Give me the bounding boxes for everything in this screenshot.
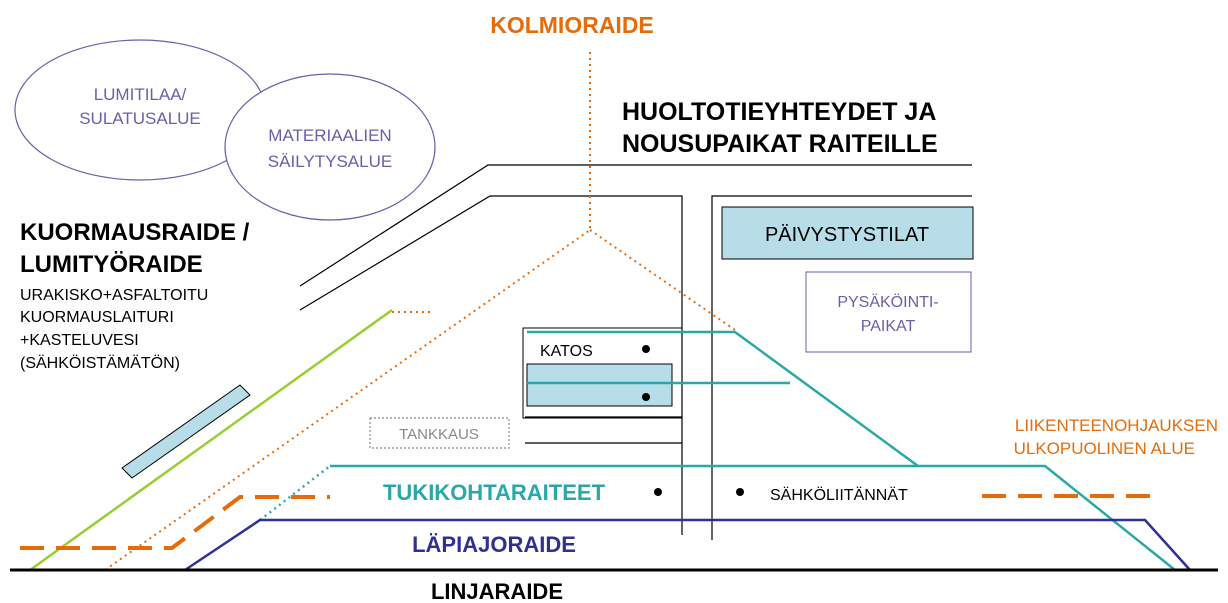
paivystys-box (721, 206, 974, 260)
kuormaus-label-line2: LUMITYÖRAIDE (20, 251, 203, 278)
linjaraide-label: LINJARAIDE (431, 579, 563, 603)
lapiajo-label: LÄPIAJORAIDE (412, 532, 576, 557)
kuormaus-desc-line2: KUORMAUSLAITURI (20, 309, 174, 326)
service-road-right-line (711, 195, 972, 540)
lumitilaa-label-line2: SULATUSALUE (79, 109, 201, 128)
paivystys-label: PÄIVYSTYSTILAT (765, 224, 929, 246)
base-track-connection-dot (654, 488, 662, 496)
triangle-track-right-line (589, 229, 736, 331)
loading-platform-box (121, 384, 251, 479)
kuormaus-desc-line1: URAKISKO+ASFALTOITU (20, 287, 208, 304)
katos-connection-dot (642, 345, 650, 353)
katos-roof-box (526, 363, 673, 407)
katos-label: KATOS (540, 343, 593, 360)
liikenne-label-line1: LIIKENTEENOHJAUKSEN (1015, 416, 1218, 435)
kuormaus-desc-line3: +KASTELUVESI (20, 332, 139, 349)
material-storage-ellipse (224, 73, 436, 221)
materiaali-label-line1: MATERIAALIEN (268, 126, 391, 145)
base-track-main-line (330, 464, 1176, 571)
pysakointi-label-line2: PAIKAT (861, 318, 916, 335)
materiaali-label-line2: SÄILYTYSALUE (268, 152, 392, 171)
tukikohta-label: TUKIKOHTARAITEET (383, 480, 606, 505)
huolto-label-line1: HUOLTOTIEYHTEYDET JA (622, 98, 936, 126)
liikenne-label-line2: ULKOPUOLINEN ALUE (1014, 439, 1195, 458)
through-track-line (184, 518, 1191, 572)
loading-track-line (29, 308, 393, 572)
service-road-upper-line (299, 164, 972, 287)
huolto-label-line2: NOUSUPAIKAT RAITEILLE (622, 130, 938, 158)
pysakointi-label-line1: PYSÄKÖINTI- (837, 293, 938, 311)
traffic-boundary-left-line (20, 495, 330, 550)
lumitilaa-label-line1: LUMITILAA/ (94, 85, 187, 104)
sahko-label: SÄHKÖLIITÄNNÄT (770, 486, 908, 504)
kuormaus-label-line1: KUORMAUSRAIDE / (20, 219, 250, 246)
katos-lower-connection-dot (642, 393, 650, 401)
kuormaus-desc-line4: (SÄHKÖISTÄMÄTÖN) (20, 354, 180, 372)
power-connection-dot (736, 488, 744, 496)
base-track-dotted-link (259, 465, 331, 521)
tankkaus-box (369, 417, 510, 449)
kolmioraide-label: KOLMIORAIDE (490, 12, 654, 38)
katos-track-upper-line (527, 330, 919, 468)
katos-area-box (522, 327, 683, 419)
tankkaus-label: TANKKAUS (399, 426, 479, 443)
pysakointi-box (805, 271, 972, 353)
